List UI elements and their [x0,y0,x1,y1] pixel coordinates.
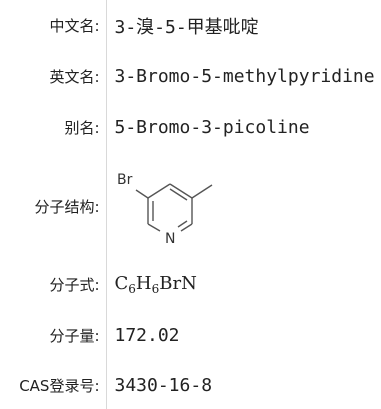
value-molecular-weight: 172.02 [114,325,180,346]
molecular-formula: C6H6BrN [114,273,197,296]
label-structure: 分子结构: [0,153,107,259]
bromine-atom-label: Br [117,172,133,188]
value-formula: C6H6BrN [106,259,381,310]
value-english-name: 3-Bromo-5-methylpyridine [114,66,375,87]
nitrogen-atom-label: N [165,231,175,247]
label-alias: 别名: [0,102,107,153]
label-chinese-name: 中文名: [0,0,107,51]
formula-hydrogen: H [135,273,152,294]
molecule-structure-image: Br N [117,172,212,247]
value-alias: 5-Bromo-3-picoline [114,117,310,138]
value-chinese-name: 3-溴-5-甲基吡啶 [114,16,259,38]
row-english-name: 英文名: 3-Bromo-5-methylpyridine [0,51,381,102]
row-formula: 分子式: C6H6BrN [0,259,381,310]
formula-carbon: C [114,273,129,294]
row-chinese-name: 中文名: 3-溴-5-甲基吡啶 [0,0,381,51]
row-alias: 别名: 5-Bromo-3-picoline [0,102,381,153]
label-formula: 分子式: [0,259,107,310]
formula-rest: BrN [159,273,197,294]
row-molecular-weight: 分子量: 172.02 [0,310,381,361]
label-cas-number: CAS登录号: [0,361,107,409]
formula-hydrogen-count: 6 [151,282,160,296]
label-molecular-weight: 分子量: [0,310,107,361]
formula-carbon-count: 6 [128,282,136,296]
value-cas-number: 3430-16-8 [114,374,213,396]
value-structure: Br N [106,153,381,259]
label-english-name: 英文名: [0,51,107,102]
row-cas-number: CAS登录号: 3430-16-8 [0,361,381,409]
row-structure: 分子结构: Br [0,153,381,259]
